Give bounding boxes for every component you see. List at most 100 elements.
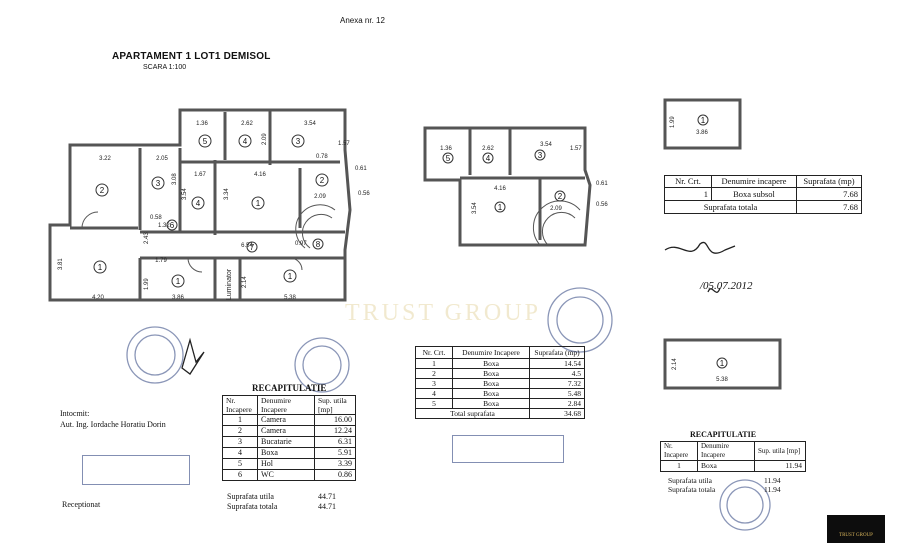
svg-text:1: 1 [288, 272, 293, 281]
recap2-table: Nr. Incapere Denumire Incapere Sup. util… [660, 441, 806, 472]
svg-text:6.54: 6.54 [241, 243, 253, 249]
bottom-right-plan [663, 338, 782, 390]
recap-table: Nr. Incapere Denumire Incapere Sup. util… [222, 395, 356, 481]
svg-text:3.34: 3.34 [224, 188, 230, 200]
svg-text:3.86: 3.86 [172, 295, 184, 301]
apartment-outline [48, 108, 352, 302]
stamp-circle [294, 337, 350, 393]
svg-text:3.81: 3.81 [58, 258, 64, 270]
svg-text:4: 4 [486, 154, 491, 163]
svg-text:0.56: 0.56 [358, 191, 370, 197]
svg-text:1: 1 [256, 199, 261, 208]
svg-text:1: 1 [176, 277, 181, 286]
svg-text:1: 1 [98, 263, 103, 272]
svg-text:3: 3 [296, 137, 301, 146]
svg-text:0.97: 0.97 [295, 241, 307, 247]
svg-text:1: 1 [720, 359, 725, 368]
svg-text:1.36: 1.36 [196, 121, 208, 127]
svg-text:4: 4 [196, 199, 201, 208]
box-header-nr: Nr. Crt. [664, 175, 712, 188]
author-label: Intocmit: [60, 409, 90, 418]
svg-text:3.54: 3.54 [472, 202, 478, 214]
svg-text:2.14: 2.14 [672, 358, 678, 370]
top-right-plan [663, 98, 742, 150]
middle-plan-outline [423, 126, 592, 247]
svg-text:1.79: 1.79 [155, 258, 167, 264]
author-name: Aut. Ing. Iordache Horatiu Dorin [60, 420, 166, 429]
trust-group-logo: TRUST GROUP [827, 515, 885, 543]
svg-text:1: 1 [701, 116, 706, 125]
recap-useful-label: Suprafata utila [227, 492, 274, 501]
svg-text:2.43: 2.43 [144, 232, 150, 244]
watermark-text: TRUST GROUP [345, 300, 541, 326]
recap2-total-value: 11.94 [764, 485, 781, 494]
middle-table: Nr. Crt. Denumire Incapere Suprafata (mp… [415, 346, 585, 419]
svg-text:4.20: 4.20 [92, 295, 104, 301]
plan-scale: SCARA 1:100 [143, 64, 187, 71]
svg-text:1.36: 1.36 [440, 146, 452, 152]
svg-text:5.38: 5.38 [716, 377, 728, 383]
svg-text:3.54: 3.54 [540, 142, 552, 148]
recap2-header-nr: Nr. Incapere [660, 441, 698, 461]
svg-text:0.56: 0.56 [596, 202, 608, 208]
svg-text:0.58: 0.58 [150, 215, 162, 221]
stair-curve [295, 204, 336, 249]
svg-text:4: 4 [243, 137, 248, 146]
box-header-name: Denumire incapere [711, 175, 797, 188]
svg-text:3: 3 [538, 151, 543, 160]
recap2-header-area: Sup. utila [mp] [754, 441, 806, 461]
svg-text:5: 5 [203, 137, 208, 146]
svg-text:0.78: 0.78 [316, 154, 328, 160]
svg-text:3.54: 3.54 [304, 121, 316, 127]
recap2-title: RECAPITULATIE [690, 430, 757, 439]
svg-text:6: 6 [170, 221, 175, 230]
recap2-useful-label: Suprafata utila [668, 476, 712, 485]
svg-text:1.57: 1.57 [338, 141, 350, 147]
svg-text:3.86: 3.86 [696, 130, 708, 136]
svg-text:2.62: 2.62 [482, 146, 494, 152]
luminator-label: Luminator [226, 268, 233, 300]
svg-text:1.99: 1.99 [144, 278, 150, 290]
rect-stamp [82, 455, 190, 485]
recap2-useful-value: 11.94 [764, 476, 781, 485]
recap-useful-value: 44.71 [318, 492, 336, 501]
svg-text:1.99: 1.99 [670, 116, 676, 128]
stamp-circle [126, 326, 184, 384]
svg-text:2: 2 [558, 192, 563, 201]
svg-text:0.61: 0.61 [355, 166, 367, 172]
signature-mark [181, 337, 205, 375]
recap-header-nr: Nr. Incapere [222, 395, 258, 415]
recap-header-name: Denumire Incapere [257, 395, 315, 415]
svg-text:3.54: 3.54 [182, 188, 188, 200]
recap-total-value: 44.71 [318, 502, 336, 511]
svg-text:2.09: 2.09 [262, 133, 268, 145]
stamp-circle [719, 479, 771, 531]
svg-text:4.16: 4.16 [494, 186, 506, 192]
logo-text: TRUST GROUP [839, 533, 873, 538]
mid-header-name: Denumire Incapere [452, 346, 530, 359]
mid-header-area: Suprafata (mp) [529, 346, 585, 359]
svg-text:2.05: 2.05 [156, 156, 168, 162]
svg-text:2: 2 [320, 176, 325, 185]
svg-text:3.08: 3.08 [172, 173, 178, 185]
svg-text:2.09: 2.09 [550, 206, 562, 212]
box-table: Nr. Crt. Denumire incapere Suprafata (mp… [664, 175, 862, 214]
mid-header-nr: Nr. Crt. [415, 346, 453, 359]
annex-number: Anexa nr. 12 [340, 16, 385, 25]
svg-text:2: 2 [100, 186, 105, 195]
svg-text:1.57: 1.57 [570, 146, 582, 152]
svg-text:5: 5 [446, 154, 451, 163]
svg-text:1.67: 1.67 [194, 172, 206, 178]
box-header-area: Suprafata (mp) [796, 175, 862, 188]
